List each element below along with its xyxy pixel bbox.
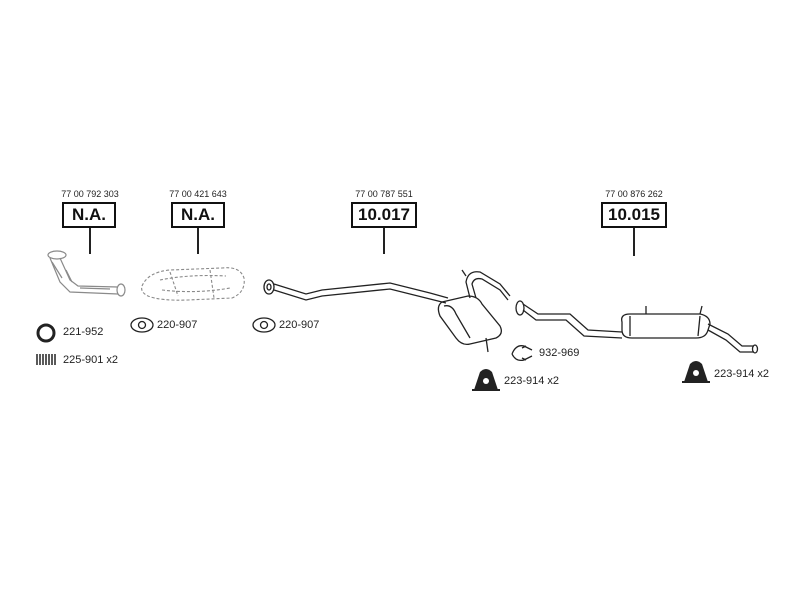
rubber-mount-icon [682,361,710,383]
ref-box-catalytic-converter: N.A. [171,202,225,228]
leader-line-middle-silencer [383,228,385,254]
rubber-mount-icon [472,369,500,391]
catalytic-converter-drawing [141,267,245,301]
ref-box-middle-silencer: 10.017 [351,202,417,228]
part-number-front-pipe: 77 00 792 303 [61,189,119,199]
leader-line-catalytic-converter [197,228,199,254]
accessory-label-gasket-1: 220-907 [157,319,198,331]
part-number-rear-silencer: 77 00 876 262 [605,189,663,199]
accessory-label-rubber-mount-1: 223-914 x2 [504,375,560,387]
rear-silencer-drawing [515,300,759,354]
part-number-catalytic-converter: 77 00 421 643 [169,189,227,199]
ref-box-front-pipe: N.A. [62,202,116,228]
accessory-label-spring: 225-901 x2 [63,354,119,366]
gasket-icon [252,317,276,333]
leader-line-front-pipe [89,228,91,254]
front-pipe-drawing [47,250,126,297]
accessory-label-sealing-ring: 221-952 [63,326,104,338]
middle-silencer-drawing [263,269,511,353]
accessory-label-clamp: 932-969 [539,347,580,359]
part-number-middle-silencer: 77 00 787 551 [355,189,413,199]
ref-box-rear-silencer: 10.015 [601,202,667,228]
sealing-ring-icon [36,323,56,343]
leader-line-rear-silencer [633,228,635,256]
accessory-label-gasket-2: 220-907 [279,319,320,331]
clamp-icon [511,345,533,362]
accessory-label-rubber-mount-2: 223-914 x2 [714,368,770,380]
gasket-icon [130,317,154,333]
spring-icon [36,354,56,365]
